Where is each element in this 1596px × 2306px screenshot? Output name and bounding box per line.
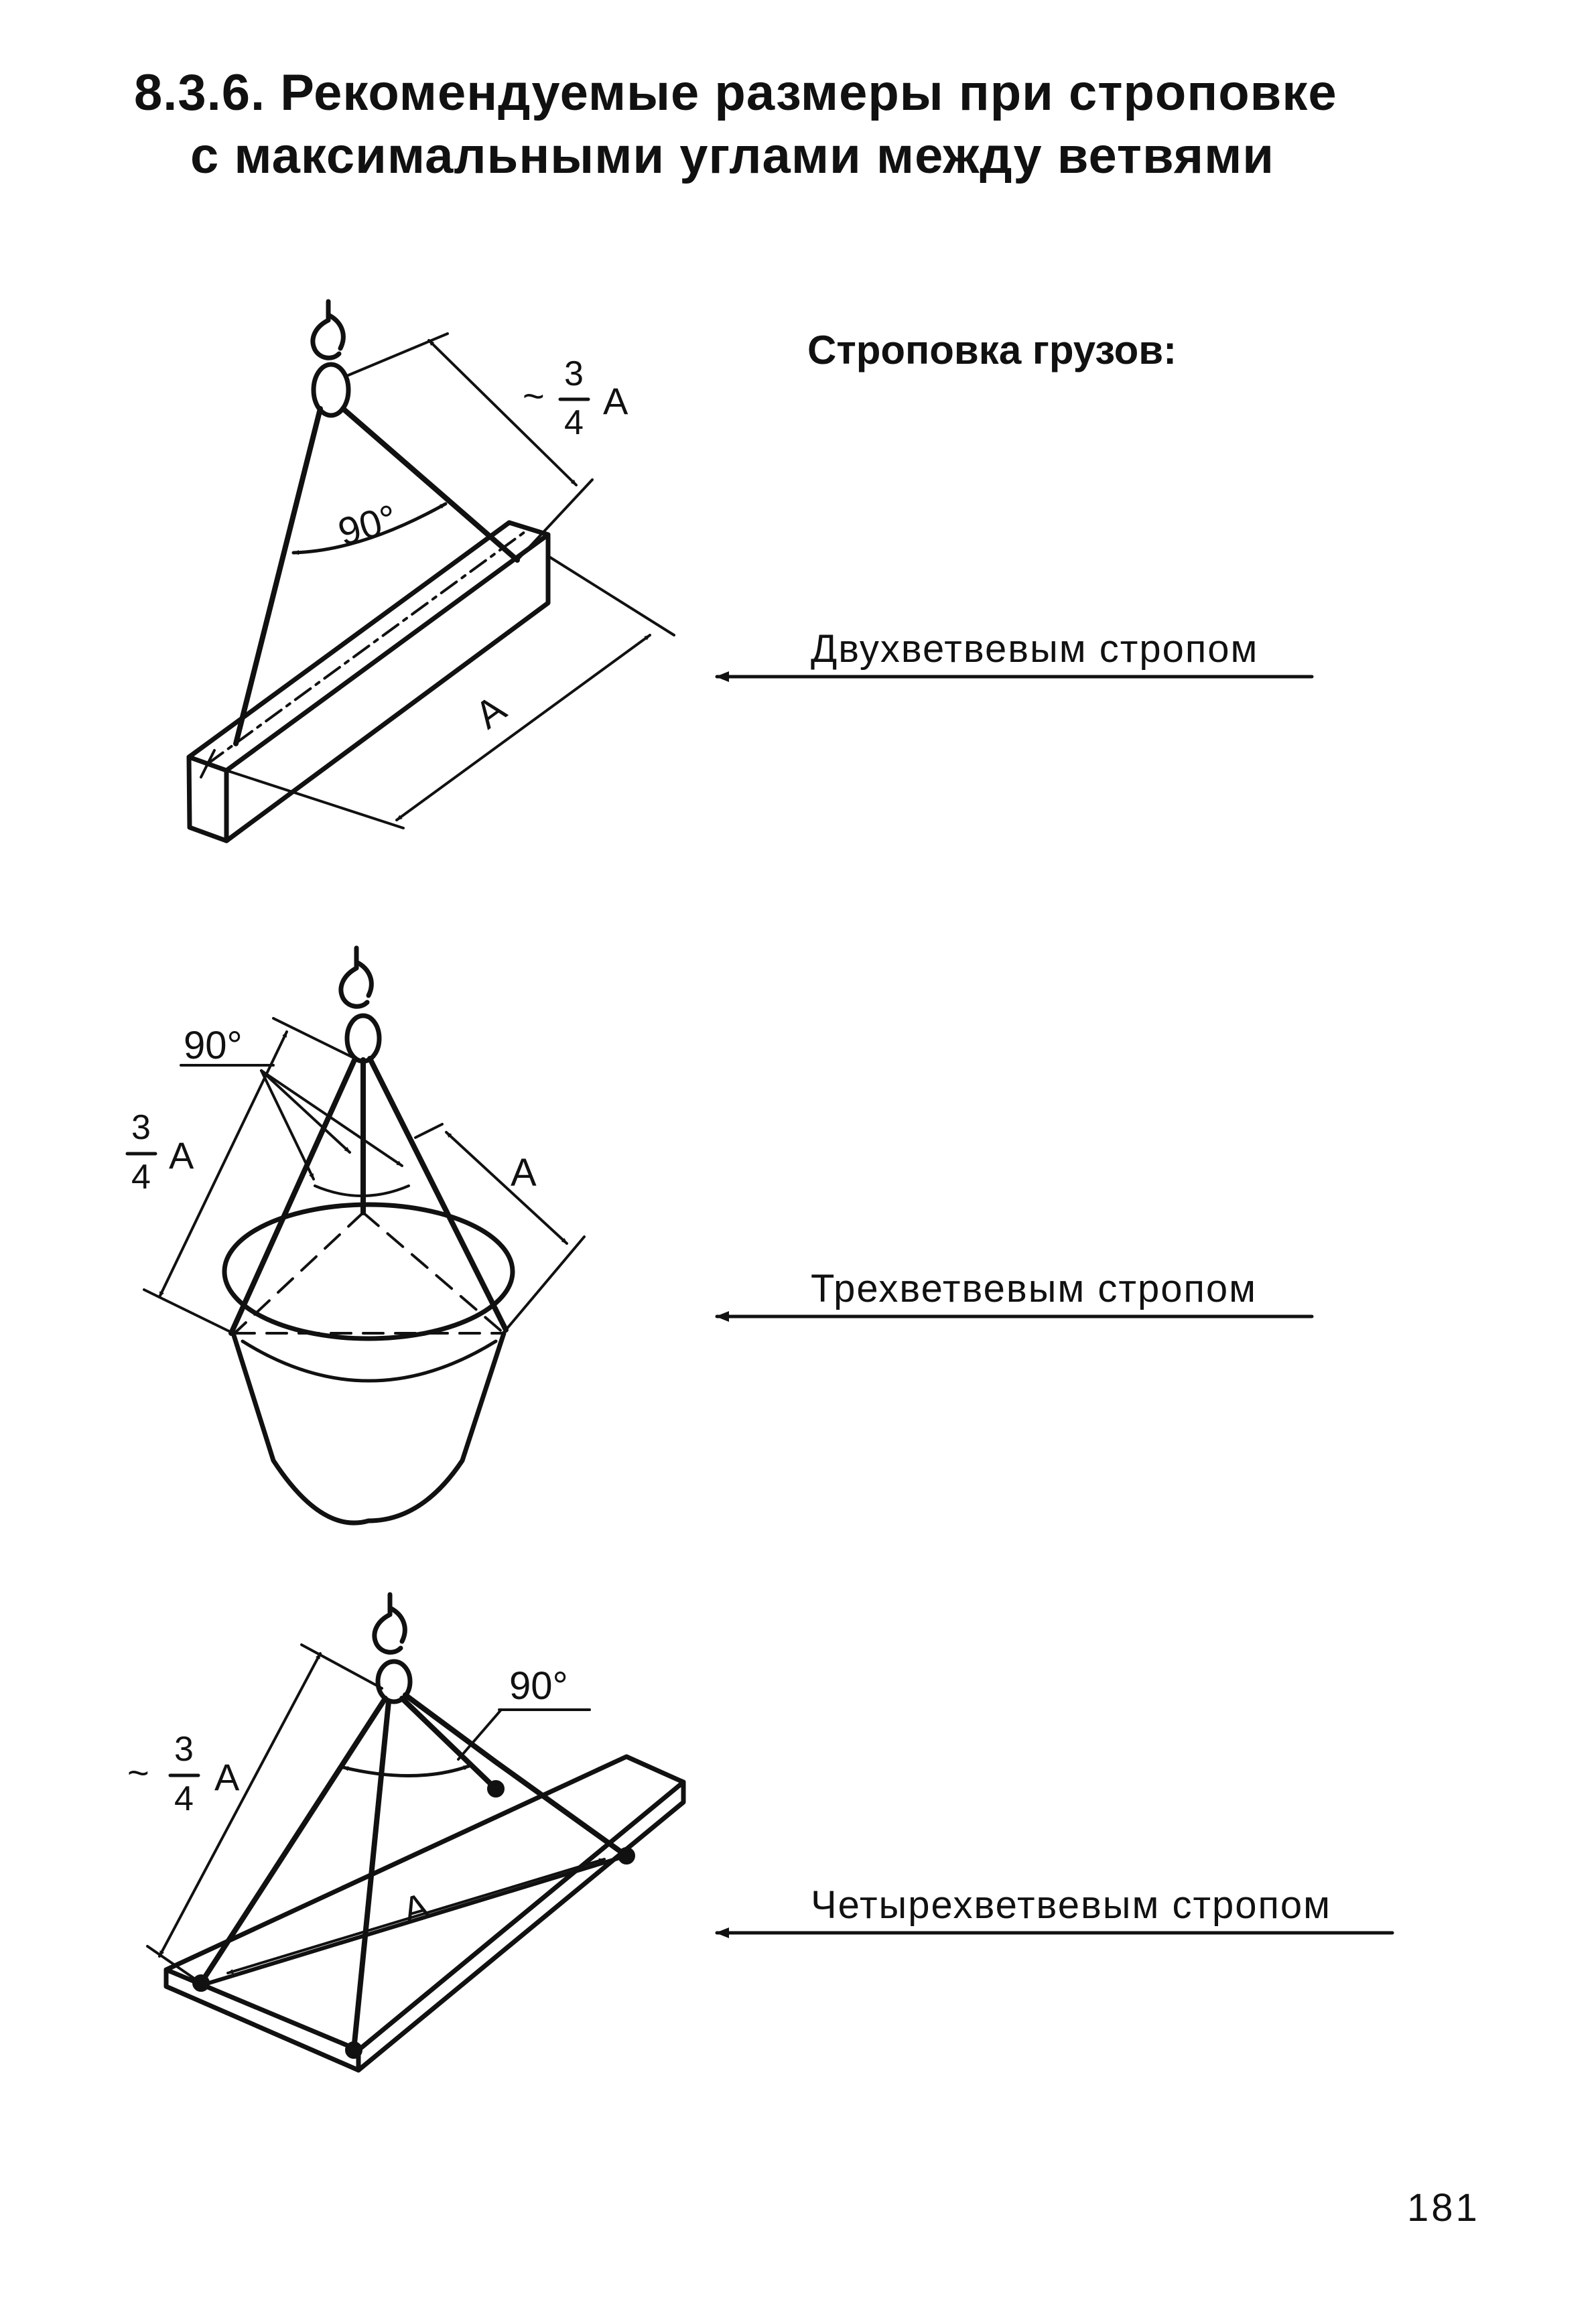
dim-line-long: [395, 634, 651, 821]
sling-leg-4: [403, 1692, 629, 1858]
dim-fraction-num: 3: [564, 354, 584, 393]
sling-leg-right: [367, 1056, 509, 1333]
figure-four-leg-sling: 90° ~ 3 4 A A: [127, 1592, 686, 2073]
figure-two-leg-sling: 90° ~ 3 4 A A: [186, 299, 675, 843]
sling-leg-3: [399, 1696, 498, 1791]
angle-arc: [291, 502, 448, 555]
leader-2: [260, 1069, 351, 1154]
attach-point: [487, 1780, 505, 1798]
ext-line-2: [143, 1288, 235, 1335]
title-line-2: с максимальными углами между ветвями: [190, 127, 1275, 184]
title-line-1: 8.3.6. Рекомендуемые размеры при стропов…: [134, 64, 1337, 121]
dim-line-short: [427, 339, 578, 486]
crane-hook-icon: [338, 945, 382, 1064]
section-subtitle: Строповка грузов:: [807, 328, 1177, 372]
page-title: 8.3.6. Рекомендуемые размеры при стропов…: [134, 62, 1337, 188]
beam-load: [186, 520, 551, 843]
dim-fraction-den: 4: [131, 1158, 151, 1197]
attach-point: [345, 2041, 362, 2059]
caption-four-leg-sling: Четырехветвевым стропом: [811, 1883, 1332, 1927]
dim-line-long: [445, 1131, 568, 1245]
dim-fraction-den: 4: [174, 1779, 194, 1818]
dim-long-label: A: [511, 1151, 537, 1195]
dim-approx: ~: [523, 375, 545, 417]
ext-line-3: [547, 555, 675, 636]
leader-1: [457, 1708, 503, 1761]
dim-letter: A: [169, 1134, 194, 1176]
ext-line-4: [505, 1235, 586, 1331]
caption-two-leg-sling: Двухветвевым стропом: [811, 627, 1259, 671]
figure-three-leg-sling: 90° 3 4 A A: [125, 945, 586, 1525]
plate-load: [163, 1754, 686, 2073]
dim-fraction-num: 3: [174, 1730, 194, 1769]
ext-line-4: [225, 769, 405, 829]
angle-label: 90°: [509, 1664, 568, 1708]
dim-fraction-num: 3: [131, 1108, 151, 1147]
crane-hook-icon: [372, 1592, 413, 1704]
ext-line-2: [146, 1945, 202, 1984]
dim-long-label: A: [467, 687, 514, 738]
angle-label: 90°: [184, 1024, 243, 1067]
dim-line-short: [158, 1030, 288, 1298]
dim-approx: ~: [127, 1751, 149, 1793]
angle-arc: [341, 1764, 471, 1777]
ext-line-1: [300, 1643, 383, 1690]
sling-leg-1: [198, 1696, 388, 1986]
dim-line-short: [158, 1652, 322, 1958]
dim-letter: A: [214, 1756, 240, 1798]
page-number: 181: [1407, 2186, 1480, 2230]
dim-line-long: [226, 1858, 606, 1974]
crane-hook-icon: [310, 299, 351, 418]
ext-line-2: [516, 478, 594, 561]
ext-line-1: [347, 332, 449, 377]
sling-leg-2: [351, 1699, 391, 2053]
attach-point: [618, 1847, 635, 1864]
sling-leg-left: [233, 406, 323, 746]
caption-three-leg-sling: Трехветвевым стропом: [811, 1267, 1257, 1310]
angle-arc: [314, 1184, 410, 1197]
dim-letter: A: [603, 380, 628, 422]
ext-line-1: [272, 1017, 356, 1060]
dim-fraction-den: 4: [564, 403, 584, 442]
angle-label: 90°: [334, 496, 402, 555]
caption-arrows: [715, 671, 1394, 1938]
ext-line-3: [414, 1123, 444, 1139]
